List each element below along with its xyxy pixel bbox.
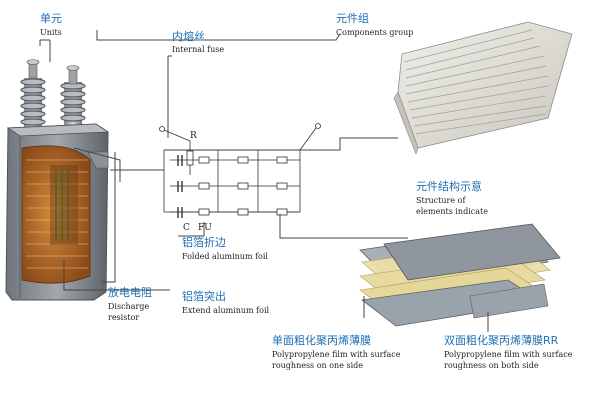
components-group-label-en: Components group xyxy=(336,28,414,37)
extend-foil-label-cn: 铝箔突出 xyxy=(182,290,226,303)
circuit-c-label: C xyxy=(183,223,190,233)
pp-both-side-label-en1: Polypropylene film with surface xyxy=(444,350,573,359)
units-label-en: Units xyxy=(40,28,62,37)
circuit-schematic xyxy=(159,123,321,218)
pp-one-side-label-en1: Polypropylene film with surface xyxy=(272,350,401,359)
circuit-r-label: R xyxy=(190,131,197,141)
internal-fuse-label-en: Internal fuse xyxy=(172,45,225,54)
structure-label-cn: 元件结构示意 xyxy=(416,180,482,193)
folded-foil-label-cn: 铝箔折边 xyxy=(182,236,226,249)
internal-fuse-label-cn: 内熔丝 xyxy=(172,30,205,43)
bushing-right xyxy=(60,65,86,128)
element-layers-image xyxy=(359,223,561,327)
pp-both-side-label-cn: 双面粗化聚丙烯薄膜RR xyxy=(444,334,559,347)
units-label-cn: 单元 xyxy=(40,12,62,25)
discharge-resistor-label-cn: 放电电阻 xyxy=(108,286,152,299)
circuit-fu-label: FU xyxy=(198,223,212,233)
components-group-label-cn: 元件组 xyxy=(336,12,369,25)
extend-foil-label-en: Extend aluminum foil xyxy=(182,306,270,315)
discharge-resistor-label-en1: Discharge xyxy=(108,302,150,311)
structure-label-en1: Structure of xyxy=(416,196,466,205)
folded-foil-label-en: Folded aluminum foil xyxy=(182,252,268,261)
bushing-left xyxy=(20,59,46,128)
pp-one-side-label-cn: 单面粗化聚丙烯薄膜 xyxy=(272,334,371,347)
structure-label-en2: elements indicate xyxy=(416,207,488,216)
discharge-resistor-label-en2: resistor xyxy=(108,313,140,322)
pp-one-side-label-en2: roughness on one side xyxy=(272,361,363,370)
leader-lines xyxy=(39,30,489,332)
components-group-image xyxy=(393,21,573,155)
capacitor-unit xyxy=(5,59,110,301)
pp-both-side-label-en2: roughness on both side xyxy=(444,361,539,370)
